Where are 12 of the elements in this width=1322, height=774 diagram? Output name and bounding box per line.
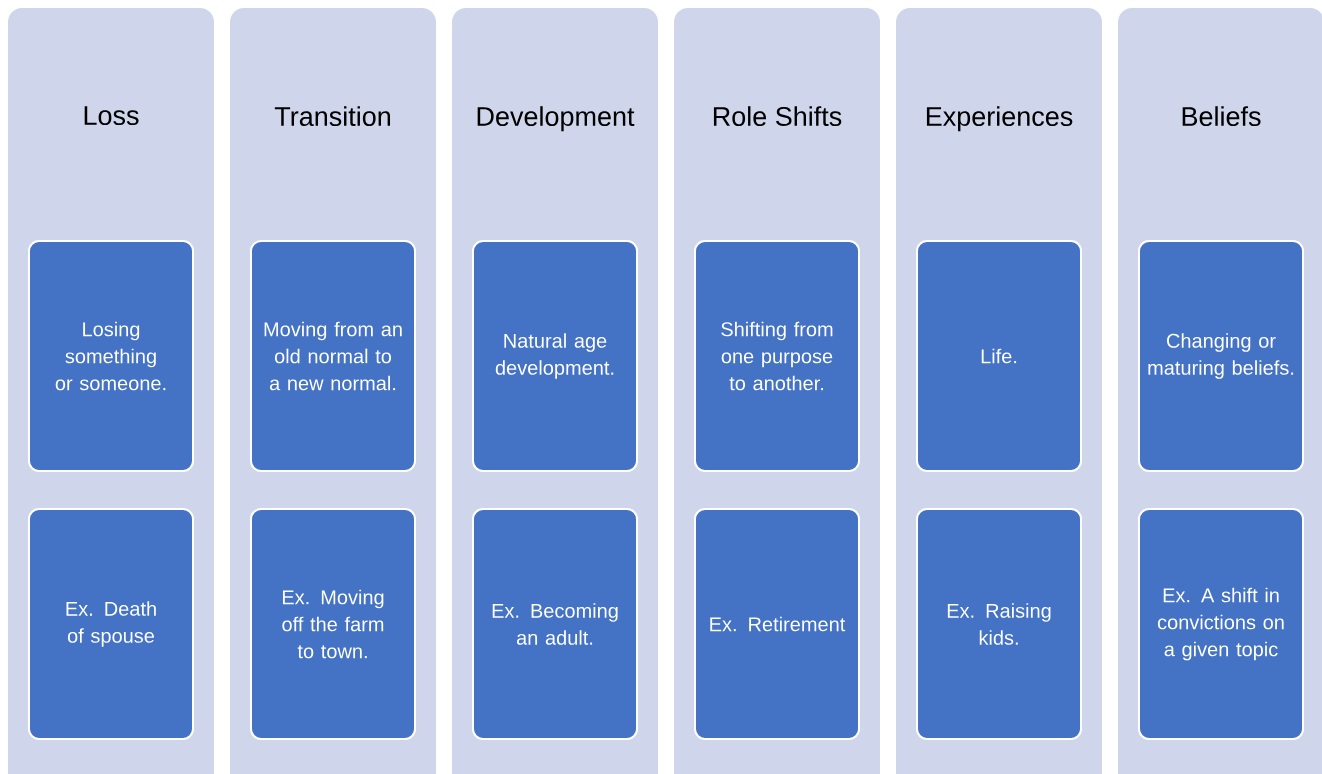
text-box: Ex. Moving off the farm to town.	[250, 508, 416, 740]
text-box: Moving from an old normal to a new normal.	[250, 240, 416, 472]
text-box: Ex. Raising kids.	[916, 508, 1082, 740]
text-box: Changing or maturing beliefs.	[1138, 240, 1304, 472]
text-box: Ex. Death of spouse	[28, 508, 194, 740]
text-box: Ex. Becoming an adult.	[472, 508, 638, 740]
text-box: Ex. Retirement	[694, 508, 860, 740]
text-box: Losing something or someone.	[28, 240, 194, 472]
text-box: Natural age development.	[472, 240, 638, 472]
text-box: Ex. A shift in convictions on a given topic	[1138, 508, 1304, 740]
text-box: Life.	[916, 240, 1082, 472]
text-box: Shifting from one purpose to another.	[694, 240, 860, 472]
